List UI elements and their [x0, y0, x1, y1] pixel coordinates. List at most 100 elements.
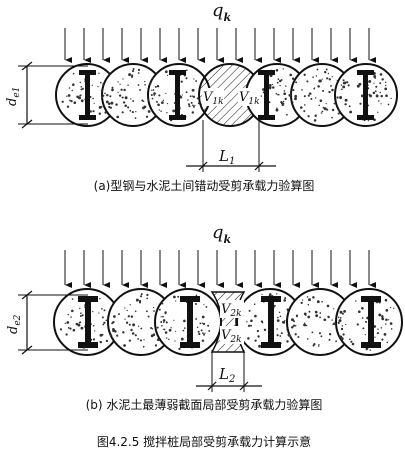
- soil-dot: [203, 304, 205, 306]
- soil-dot: [101, 316, 104, 319]
- soil-dot: [195, 318, 198, 320]
- soil-dot: [166, 103, 169, 105]
- soil-dot: [98, 312, 100, 314]
- soil-dot: [308, 310, 311, 313]
- soil-dot: [355, 300, 357, 302]
- soil-dot: [132, 100, 135, 103]
- soil-dot: [94, 330, 96, 332]
- soil-dot: [277, 316, 279, 319]
- soil-dot: [278, 311, 281, 314]
- soil-dot: [81, 87, 84, 90]
- soil-dot: [117, 91, 119, 94]
- soil-dot: [80, 88, 83, 91]
- soil-dot: [293, 320, 296, 323]
- soil-dot: [181, 94, 183, 96]
- soil-dot: [350, 340, 353, 343]
- soil-dot: [144, 83, 146, 86]
- soil-dot: [309, 92, 312, 95]
- soil-dot: [349, 110, 353, 114]
- soil-dot: [197, 330, 200, 333]
- soil-dot: [70, 316, 72, 318]
- label-bg: [220, 326, 244, 344]
- shear-bottom-label-b: V2k: [221, 328, 242, 345]
- steel-section-b3: [261, 296, 281, 348]
- soil-dot: [132, 323, 136, 327]
- soil-dot: [318, 345, 320, 347]
- soil-dot: [278, 94, 280, 96]
- soil-dot: [330, 84, 332, 87]
- soil-dot: [124, 104, 127, 107]
- soil-dot: [119, 83, 121, 85]
- soil-dot: [365, 347, 369, 351]
- soil-dot: [101, 96, 104, 99]
- soil-dot: [107, 102, 111, 105]
- soil-dot: [325, 102, 327, 105]
- soil-dot: [376, 332, 379, 335]
- soil-dot: [113, 315, 116, 318]
- soil-dot: [124, 96, 128, 100]
- soil-dot: [197, 102, 200, 105]
- soil-dot: [142, 106, 145, 110]
- soil-dot: [126, 309, 128, 312]
- soil-dot: [361, 317, 364, 319]
- soil-dot: [322, 89, 325, 92]
- depth-dimension-a: [18, 61, 88, 129]
- soil-dot: [204, 332, 206, 334]
- soil-dot: [110, 334, 113, 337]
- soil-dot: [263, 328, 267, 332]
- soil-dot: [314, 114, 317, 117]
- soil-dot: [118, 94, 122, 97]
- soil-dot: [72, 328, 76, 332]
- soil-dot: [202, 332, 204, 334]
- soil-dot: [109, 106, 113, 109]
- soil-dot: [280, 101, 284, 105]
- soil-dot: [331, 116, 333, 119]
- soil-dot: [98, 72, 100, 75]
- soil-dot: [303, 110, 306, 113]
- soil-dot: [292, 324, 296, 327]
- soil-dot: [321, 78, 323, 80]
- soil-dot: [65, 333, 68, 336]
- soil-dot: [307, 94, 310, 97]
- soil-dot: [297, 336, 300, 338]
- load-label-b: qk: [212, 222, 232, 246]
- soil-dot: [67, 313, 69, 316]
- soil-dot: [194, 302, 198, 306]
- soil-dot: [359, 102, 362, 105]
- soil-dot: [120, 88, 123, 91]
- soil-dot: [288, 93, 292, 97]
- load-arrows-a: [64, 28, 376, 63]
- soil-dot: [97, 85, 99, 88]
- soil-dot: [172, 109, 176, 113]
- soil-dot: [137, 72, 140, 74]
- soil-dot: [189, 95, 192, 98]
- soil-dot: [151, 89, 153, 91]
- soil-dot: [138, 325, 140, 327]
- soil-dot: [71, 89, 73, 92]
- soil-dot: [261, 293, 263, 295]
- soil-dot: [328, 333, 332, 336]
- label-bg: [220, 300, 244, 318]
- soil-dot: [380, 94, 383, 98]
- soil-dot: [100, 105, 103, 108]
- soil-dot: [131, 111, 134, 114]
- soil-dot: [160, 110, 162, 112]
- soil-dot: [320, 335, 323, 338]
- soil-dot: [203, 333, 205, 336]
- soil-dot: [92, 110, 95, 113]
- diagram-a: qk V1k: [5, 0, 398, 193]
- soil-dot: [318, 79, 322, 83]
- soil-dot: [134, 310, 137, 313]
- soil-dot: [164, 331, 168, 334]
- soil-dot: [341, 312, 344, 315]
- soil-dot: [144, 80, 146, 83]
- soil-dot: [201, 339, 205, 343]
- soil-dot: [106, 93, 109, 97]
- length-dimension-a: [186, 120, 276, 172]
- soil-dot: [305, 324, 308, 327]
- soil-dot: [105, 339, 109, 343]
- soil-dot: [164, 311, 167, 314]
- soil-dot: [344, 98, 348, 102]
- soil-dot: [154, 85, 157, 88]
- soil-dot: [185, 77, 188, 80]
